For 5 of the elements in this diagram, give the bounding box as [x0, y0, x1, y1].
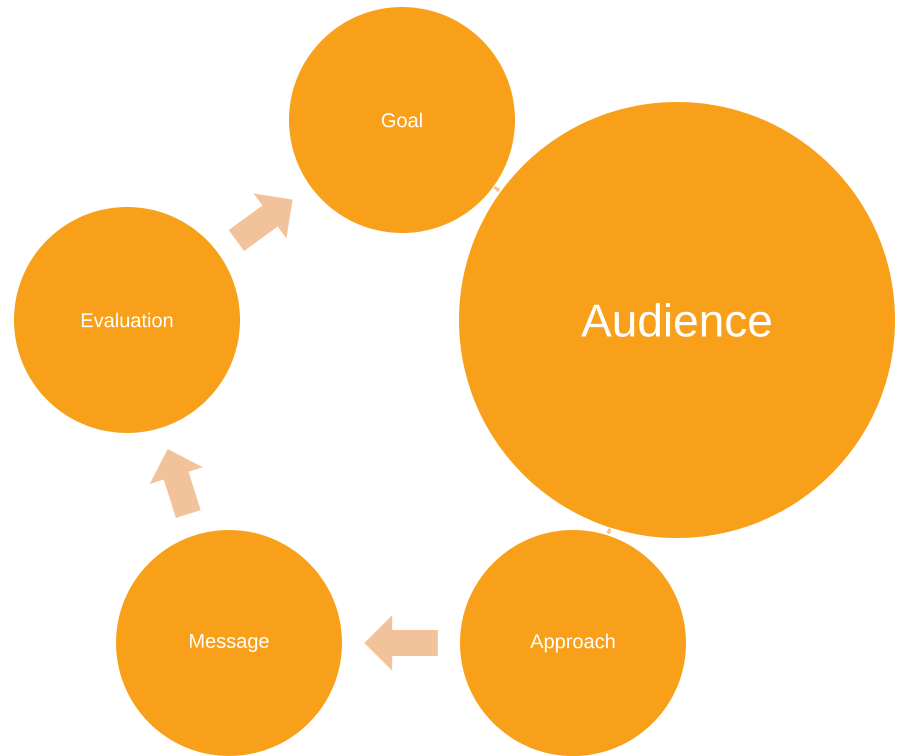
circle-node: Message	[116, 530, 342, 756]
circle-node: Goal	[289, 7, 515, 233]
circle-node: Approach	[460, 530, 686, 756]
arrow	[493, 186, 500, 192]
circle-node: Evaluation	[14, 207, 240, 433]
